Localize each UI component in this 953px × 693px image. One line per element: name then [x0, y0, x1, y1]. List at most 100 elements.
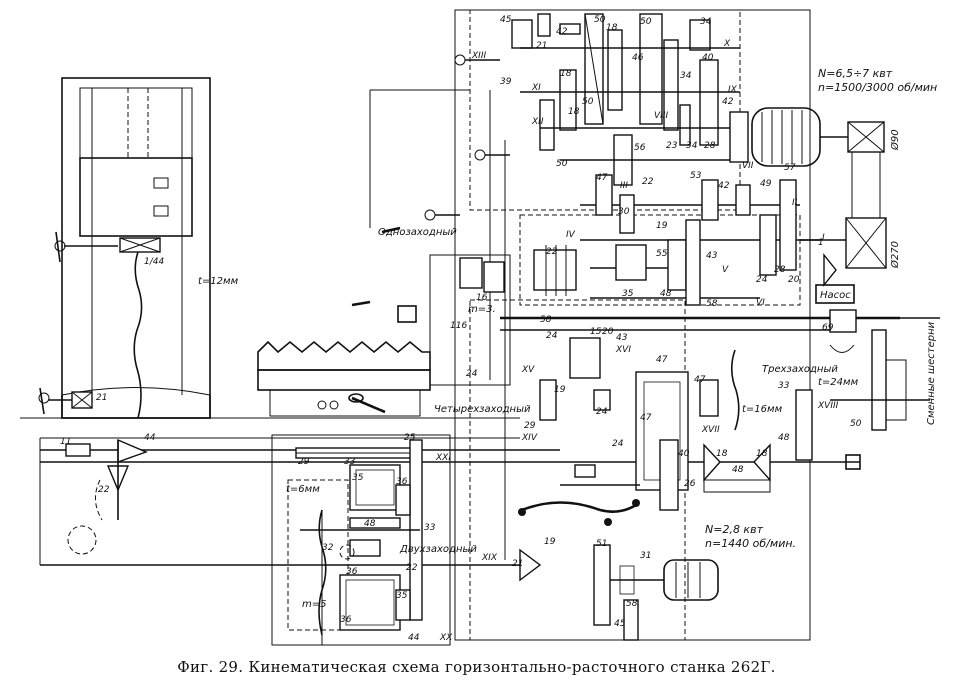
gear-teeth-label: 30	[618, 207, 630, 217]
shaft-number-label: IX	[728, 85, 738, 95]
gear-teeth-label: 24	[466, 369, 478, 379]
shaft-number-label: XVI	[615, 345, 631, 355]
gear-teeth-label: 50	[594, 15, 606, 25]
gear-teeth-label: 48	[364, 519, 376, 529]
gear-teeth-label: 50	[582, 97, 594, 107]
gear-teeth-label: 42	[718, 181, 730, 191]
gear-teeth-label: 58	[540, 315, 552, 325]
shaft-number-label: III	[620, 181, 628, 191]
speed-gearbox	[511, 13, 820, 306]
gear-teeth-label: 24	[546, 331, 558, 341]
gear-teeth-label: 33	[778, 381, 790, 391]
shaft-number-label: XII	[531, 117, 544, 127]
motor-main-speed-label: n=1500/3000 об/мин	[818, 81, 937, 94]
gear-teeth-label: 22	[642, 177, 654, 187]
gear-teeth-label: 46	[632, 53, 644, 63]
gear-teeth-label: 16	[476, 293, 488, 303]
gear-teeth-label: 18	[606, 23, 618, 33]
pitch-6-label: t=6мм	[286, 484, 320, 495]
ratio-1-44-label: 1/44	[144, 257, 164, 267]
gear-teeth-label: 35	[396, 591, 408, 601]
gear-teeth-label: 45	[614, 619, 626, 629]
gear-teeth-label: 11	[60, 437, 71, 447]
gear-teeth-label: 50	[850, 419, 862, 429]
gear-teeth-label: 58	[626, 599, 638, 609]
shaft-number-label: VI	[756, 298, 765, 308]
gear-teeth-label: 26	[684, 479, 696, 489]
figure-caption: Фиг. 29. Кинематическая схема горизонтал…	[177, 658, 776, 676]
three-start-label: Трехзаходный	[762, 364, 838, 375]
shaft-number-label: II	[792, 198, 798, 208]
gear-teeth-label: 43	[706, 251, 718, 261]
gear-teeth-label: 48	[778, 433, 790, 443]
shaft-number-label: XIII	[471, 51, 486, 61]
gear-teeth-label: 23	[666, 141, 678, 151]
machine-table	[257, 340, 431, 417]
shaft-number-label: X	[723, 39, 731, 49]
shaft-number-label: XV	[521, 365, 535, 375]
pump-label: Насос	[820, 290, 851, 301]
two-start-label: Двухзаходный	[399, 544, 477, 555]
motor-main-power-label: N=6,5÷7 квт	[818, 67, 893, 80]
gear-teeth-label: 24	[756, 275, 768, 285]
gear-teeth-label: 42	[722, 97, 734, 107]
gear-teeth-label: 47	[596, 173, 608, 183]
gear-teeth-label: 35	[622, 289, 634, 299]
gear-teeth-label: 116	[450, 321, 467, 331]
gear-teeth-label: 47	[656, 355, 668, 365]
kinematic-diagram: N=6,5÷7 квт n=1500/3000 об/мин N=2,8 квт…	[20, 9, 940, 646]
gear-teeth-label: 21	[536, 41, 547, 51]
gear-teeth-label: 24	[596, 407, 608, 417]
pitch-12-label: t=12мм	[198, 276, 239, 287]
gear-teeth-label: 33	[424, 523, 436, 533]
motor-feed-power-label: N=2,8 квт	[705, 523, 764, 536]
machine-column	[38, 77, 211, 419]
main-motor	[729, 107, 887, 269]
gear-teeth-label: 50	[556, 159, 568, 169]
gear-teeth-label: 36	[396, 477, 408, 487]
shaft-number-label: IV	[566, 230, 576, 240]
gear-teeth-label: 18	[716, 449, 728, 459]
gear-teeth-label: 39	[500, 77, 512, 87]
gear-teeth-label: 49	[760, 179, 772, 189]
gear-teeth-label: 25	[404, 433, 416, 443]
four-start-label: Четырехзаходный	[434, 404, 531, 415]
gear-teeth-label: 48	[732, 465, 744, 475]
gear-teeth-label: 36	[340, 615, 352, 625]
gear-teeth-label: 51	[596, 539, 607, 549]
shaft-number-label: VII	[742, 161, 754, 171]
feed-box	[271, 434, 451, 646]
gear-teeth-label: 47	[640, 413, 652, 423]
module-3-label: m=3.	[468, 304, 496, 315]
gear-teeth-label: 35	[352, 473, 364, 483]
pump	[815, 253, 855, 304]
d270-label: Ø270	[889, 241, 901, 269]
shaft-number-label: XVIII	[817, 401, 839, 411]
gear-teeth-label: 53	[690, 171, 702, 181]
gear-teeth-label: 57	[784, 163, 796, 173]
gear-teeth-label: 18	[568, 107, 580, 117]
pitch-16-label: t=16мм	[742, 404, 783, 415]
gear-teeth-label: 58	[706, 299, 718, 309]
gear-teeth-label: 47	[694, 375, 706, 385]
gear-teeth-label: 32	[322, 543, 334, 553]
gear-teeth-label: 21	[96, 393, 107, 403]
gear-teeth-label: 19	[554, 385, 566, 395]
gear-teeth-label: 34	[686, 141, 698, 151]
spindle-assembly	[518, 309, 930, 526]
shaft-number-label: XI	[531, 83, 541, 93]
diagram-labels: N=6,5÷7 квт n=1500/3000 об/мин N=2,8 квт…	[60, 15, 937, 643]
shaft-number-label: XIX	[481, 553, 498, 563]
gear-teeth-label: 18	[560, 69, 572, 79]
shaft-number-label: V	[722, 265, 729, 275]
shaft-number-label: XVII	[701, 425, 720, 435]
feed-motor	[519, 544, 719, 641]
gear-teeth-label: 48	[660, 289, 672, 299]
gear-teeth-label: 28	[774, 265, 786, 275]
gear-teeth-label: 55	[656, 249, 668, 259]
gear-teeth-label: 29	[524, 421, 536, 431]
shaft-number-label: I	[822, 233, 825, 243]
pitch-24-label: t=24мм	[818, 377, 859, 388]
gear-teeth-label: 45	[500, 15, 512, 25]
gear-teeth-label: 19	[656, 221, 668, 231]
